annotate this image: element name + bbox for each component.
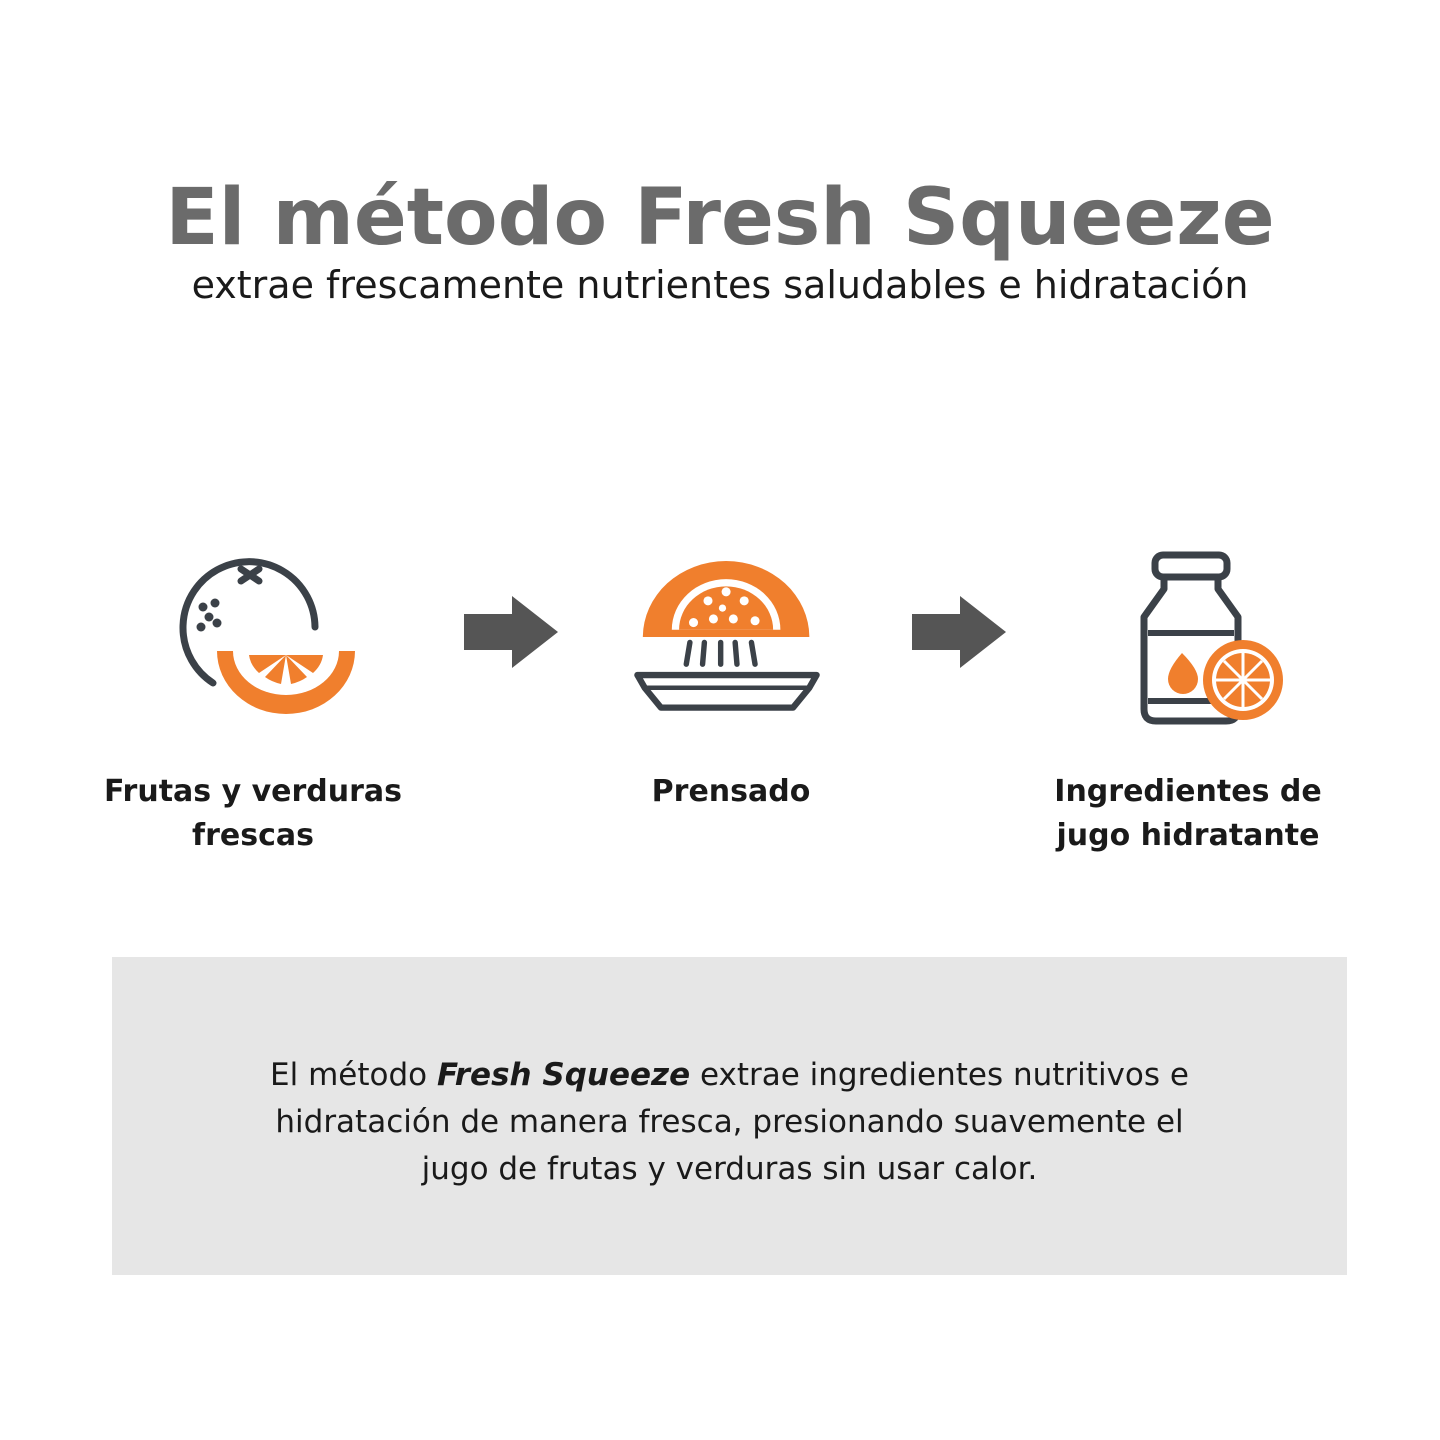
- right-arrow-icon: [464, 596, 558, 668]
- description-box: El método Fresh Squeeze extrae ingredien…: [112, 957, 1347, 1275]
- juicer-press-icon: [634, 561, 820, 711]
- step-label-line: Frutas y verduras: [103, 774, 403, 809]
- step-label-press: Prensado: [521, 770, 941, 814]
- description-text: El método Fresh Squeeze extrae ingredien…: [112, 1052, 1347, 1193]
- step-label-line: Ingredientes de: [1054, 774, 1322, 809]
- page-subtitle: extrae frescamente nutrientes saludables…: [191, 263, 1249, 307]
- page-title: El método Fresh Squeeze: [165, 173, 1275, 263]
- description-emphasis: Fresh Squeeze: [437, 1057, 691, 1093]
- step-label-fresh: Frutas y verduras frescas: [43, 770, 463, 858]
- description-line-2: hidratación de manera fresca, presionand…: [275, 1104, 1184, 1140]
- description-line-1: El método Fresh Squeeze extrae ingredien…: [112, 1052, 1347, 1099]
- orange-fruit-icon: [179, 558, 355, 714]
- right-arrow-icon: [912, 596, 1006, 668]
- description-line-3: jugo de frutas y verduras sin usar calor…: [421, 1151, 1038, 1187]
- description-prefix: El método: [270, 1057, 437, 1093]
- juice-bottle-icon: [1140, 551, 1283, 725]
- description-suffix: extrae ingredientes nutritivos e: [690, 1057, 1189, 1093]
- step-label-ingredients: Ingredientes de jugo hidratante: [978, 770, 1398, 858]
- step-label-line: frescas: [192, 818, 314, 853]
- step-label-line: Prensado: [651, 774, 811, 809]
- step-label-line: jugo hidratante: [1056, 818, 1320, 853]
